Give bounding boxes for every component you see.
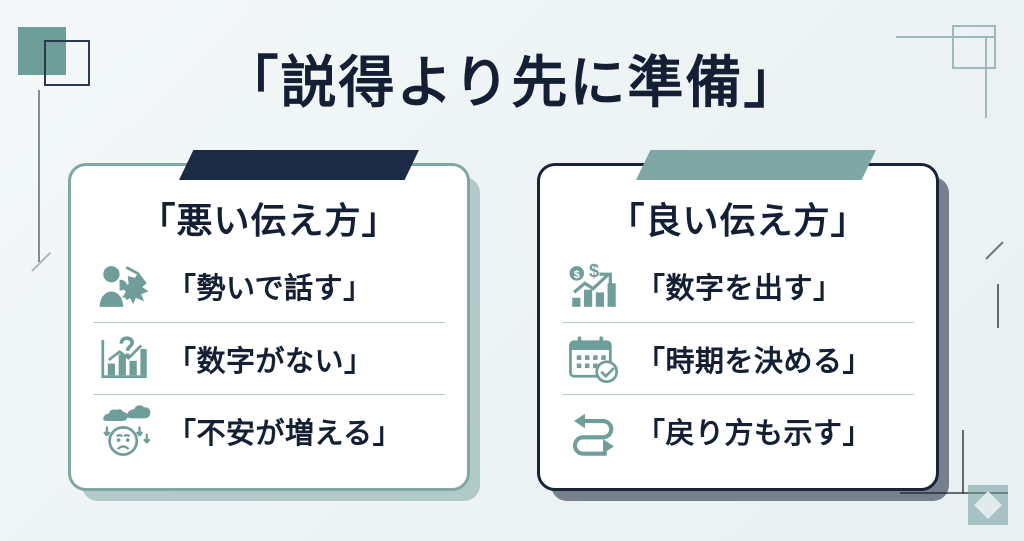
list-item: 「時期を決める」 — [562, 322, 914, 394]
svg-text:$: $ — [574, 269, 580, 281]
list-item-label: 「数字がない」 — [167, 345, 374, 378]
list-item-label: 「不安が増える」 — [167, 417, 403, 450]
svg-text:$: $ — [589, 261, 599, 281]
worried-face-clouds-icon — [93, 402, 157, 460]
page-title: 「説得より先に準備」 — [222, 51, 802, 114]
bar-chart-question-icon — [93, 330, 157, 388]
return-loop-arrow-icon — [562, 402, 626, 460]
decoration-horizontal-line-bottom-right — [900, 492, 1008, 494]
shouting-person-icon — [93, 257, 157, 315]
card-bad-approach: 「悪い伝え方」 「勢いで話す」 — [68, 150, 470, 491]
list-item: 「不安が増える」 — [93, 394, 445, 466]
decoration-vertical-line-right — [997, 284, 999, 328]
card-title-bad: 「悪い伝え方」 — [139, 200, 399, 241]
card-banner-good — [636, 150, 876, 180]
card-rows-good: $ $ 「数字を出す」 — [562, 250, 914, 466]
decoration-vertical-line-bottom-right — [962, 430, 964, 494]
list-item: 「勢いで話す」 — [93, 250, 445, 322]
list-item-label: 「数字を出す」 — [636, 273, 843, 305]
decoration-diamond-bottom-right — [974, 491, 1002, 519]
decoration-diagonal-line-right — [985, 241, 1004, 260]
calendar-check-icon — [562, 330, 626, 388]
list-item-label: 「勢いで話す」 — [167, 273, 373, 305]
card-good-approach: 「良い伝え方」 $ $ — [537, 150, 939, 491]
decoration-filled-square-bottom-right — [968, 485, 1008, 525]
card-title-good: 「良い伝え方」 — [608, 200, 868, 241]
card-rows-bad: 「勢いで話す」 — [93, 250, 445, 466]
card-banner-bad — [179, 150, 419, 180]
list-item: 「数字がない」 — [93, 322, 445, 394]
list-item: 「戻り方も示す」 — [562, 394, 914, 466]
decoration-diagonal-line-left — [31, 251, 52, 272]
list-item-label: 「戻り方も示す」 — [636, 417, 873, 450]
list-item-label: 「時期を決める」 — [636, 345, 873, 378]
money-growth-chart-icon: $ $ — [562, 257, 626, 315]
list-item: $ $ 「数字を出す」 — [562, 250, 914, 322]
